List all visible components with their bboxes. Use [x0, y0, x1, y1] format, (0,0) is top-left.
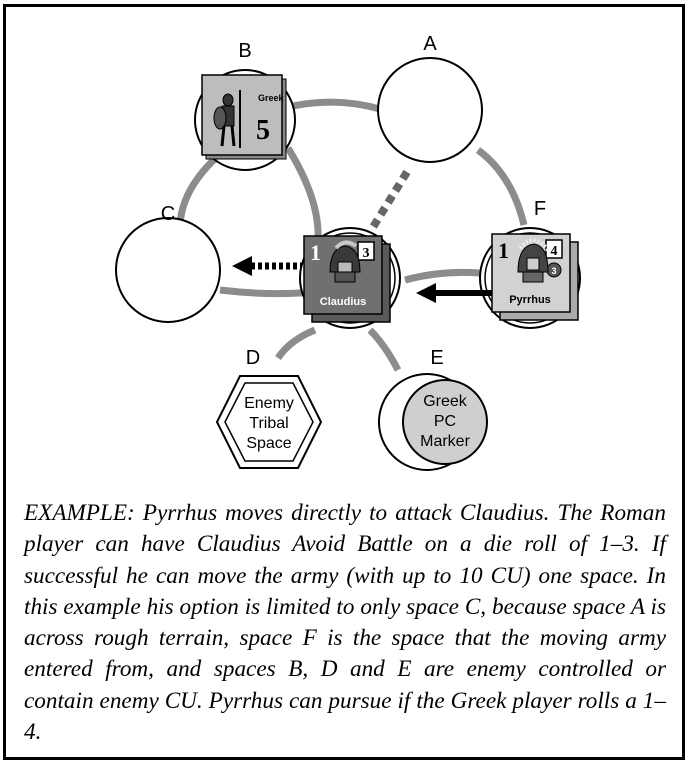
connection-claudius-d [275, 326, 317, 361]
connection-a-f [475, 147, 528, 226]
pyrrhus-left-number: 1 [498, 238, 509, 263]
svg-text:3: 3 [551, 266, 556, 276]
claudius-box-number: 3 [363, 246, 370, 261]
counter-side-label: Greek [258, 93, 285, 103]
claudius-left-number: 1 [310, 240, 321, 265]
space-f-label: F [534, 198, 546, 220]
connection-c-claudius [219, 286, 313, 298]
avoid-battle-arrowhead [232, 256, 252, 276]
greek-counter: Greek 5 [201, 74, 287, 160]
pc-marker [402, 379, 488, 465]
space-e-line-1: Greek [423, 393, 468, 410]
example-frame [3, 4, 685, 760]
rough-terrain-link [366, 169, 411, 235]
map-diagram: A B Greek 5 C 1 3 [115, 33, 581, 471]
space-e-label: E [430, 347, 443, 369]
counter-value: 5 [256, 115, 270, 146]
pyrrhus-name: Pyrrhus [509, 294, 551, 306]
space-c [115, 217, 221, 323]
greek-helmet-icon [517, 238, 550, 283]
hoplite-icon [213, 90, 241, 148]
claudius-counter: 1 3 Claudius [303, 235, 391, 323]
space-d-line-3: Space [246, 435, 291, 452]
space-d-line-1: Enemy [244, 395, 294, 412]
space-e-line-2: PC [434, 413, 456, 430]
space-a [377, 57, 483, 163]
space-d [215, 375, 323, 469]
roman-helmet-icon [329, 240, 361, 283]
space-d-label: D [246, 347, 260, 369]
connection-claudius-e [367, 327, 402, 372]
claudius-name: Claudius [320, 296, 366, 308]
space-c-label: C [161, 203, 175, 225]
pyrrhus-counter: 1 4 3 Pyrrhus [491, 233, 579, 321]
connection-b-claudius [285, 146, 322, 241]
space-a-label: A [423, 33, 437, 55]
space-e-line-3: Marker [420, 433, 470, 450]
attack-arrowhead [416, 283, 436, 303]
space-d-line-2: Tribal [249, 415, 288, 432]
pyrrhus-box-number: 4 [551, 244, 558, 259]
space-b-label: B [238, 40, 251, 62]
example-caption: EXAMPLE: Pyrrhus moves directly to attac… [24, 500, 666, 746]
